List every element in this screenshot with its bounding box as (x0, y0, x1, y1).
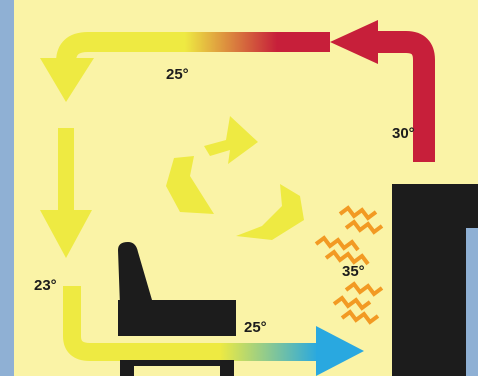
label-left: 23° (34, 277, 57, 294)
chair-base (120, 360, 234, 366)
label-top-right: 30° (392, 125, 415, 142)
label-heater: 35° (342, 263, 365, 280)
label-bottom: 25° (244, 319, 267, 336)
chair-seat (118, 300, 236, 336)
heater-fin (456, 222, 466, 376)
heater (392, 184, 478, 376)
heater-gap (466, 228, 478, 376)
label-top-left: 25° (166, 66, 189, 83)
left-descent-bar (58, 128, 74, 216)
